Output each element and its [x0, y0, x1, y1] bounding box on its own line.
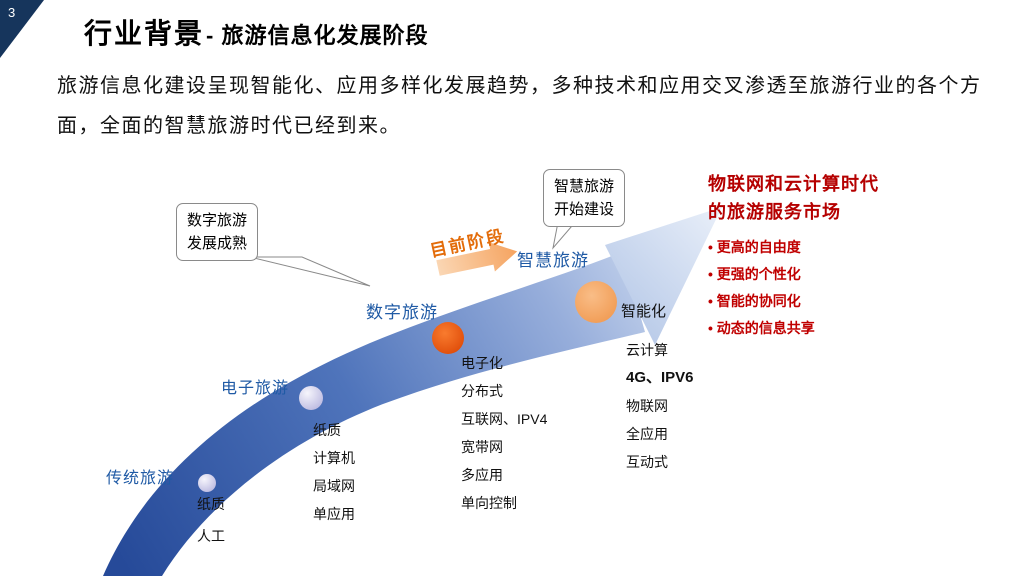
market-bullet: 更高的自由度 — [708, 234, 815, 261]
callout-digital-tail — [249, 256, 371, 287]
growth-arrow-band — [103, 252, 645, 576]
growth-arrow-head — [605, 207, 722, 345]
corner-banner — [0, 0, 44, 58]
market-title-line2: 的旅游服务市场 — [708, 202, 841, 222]
stage-items-electronic: 纸质 计算机 局域网 单应用 — [313, 416, 355, 528]
list-item: 互动式 — [626, 454, 668, 470]
smart-badge: 智能化 — [621, 303, 667, 320]
list-item: 全应用 — [626, 426, 668, 442]
stage-dot-traditional — [198, 474, 216, 492]
list-item: 计算机 — [313, 450, 355, 466]
list-item: 分布式 — [461, 383, 503, 399]
market-title-line1: 物联网和云计算时代 — [708, 174, 879, 194]
intro-paragraph: 旅游信息化建设呈现智能化、应用多样化发展趋势，多种技术和应用交叉渗透至旅游行业的… — [57, 75, 982, 137]
callout-digital: 数字旅游 发展成熟 — [176, 203, 259, 261]
stage-label-electronic: 电子旅游 — [221, 380, 290, 397]
page-number: 3 — [8, 5, 16, 20]
market-bullet-list: 更高的自由度 更强的个性化 智能的协同化 动态的信息共享 — [708, 234, 815, 342]
list-item: 4G、IPV6 — [626, 369, 694, 386]
list-item: 单应用 — [313, 506, 355, 522]
market-bullet: 动态的信息共享 — [708, 315, 815, 342]
callout-smart-line2: 开始建设 — [554, 201, 615, 218]
page-title: 行业背景- 旅游信息化发展阶段 — [84, 12, 428, 52]
title-main: 行业背景 — [84, 18, 205, 49]
stage-dot-digital — [432, 322, 464, 354]
title-sub: - 旅游信息化发展阶段 — [206, 23, 429, 48]
list-item: 人工 — [197, 528, 225, 544]
stage-dot-electronic — [299, 386, 323, 410]
list-item: 互联网、IPV4 — [461, 411, 548, 427]
callout-smart-line1: 智慧旅游 — [554, 178, 615, 195]
market-bullet: 更强的个性化 — [708, 261, 815, 288]
stage-label-smart: 智慧旅游 — [517, 251, 589, 270]
list-item: 物联网 — [626, 398, 668, 414]
list-item: 单向控制 — [461, 495, 517, 511]
list-item: 电子化 — [461, 355, 503, 371]
stage-label-digital: 数字旅游 — [366, 303, 438, 322]
list-item: 纸质 — [313, 422, 341, 438]
list-item: 云计算 — [626, 342, 668, 358]
current-stage-arrow — [436, 242, 518, 276]
stage-items-digital: 电子化 分布式 互联网、IPV4 宽带网 多应用 单向控制 — [461, 349, 547, 517]
stage-items-traditional: 纸质 人工 — [197, 488, 225, 552]
callout-digital-line1: 数字旅游 — [187, 212, 248, 229]
callout-smart: 智慧旅游 开始建设 — [543, 169, 626, 227]
list-item: 宽带网 — [461, 439, 503, 455]
stage-label-traditional: 传统旅游 — [106, 470, 175, 487]
stage-items-smart: 云计算 4G、IPV6 物联网 全应用 互动式 — [626, 336, 694, 476]
stage-dot-smart — [575, 281, 617, 323]
market-bullet: 智能的协同化 — [708, 288, 815, 315]
callout-digital-line2: 发展成熟 — [187, 235, 248, 252]
list-item: 纸质 — [197, 496, 225, 512]
list-item: 局域网 — [313, 478, 355, 494]
list-item: 多应用 — [461, 467, 503, 483]
